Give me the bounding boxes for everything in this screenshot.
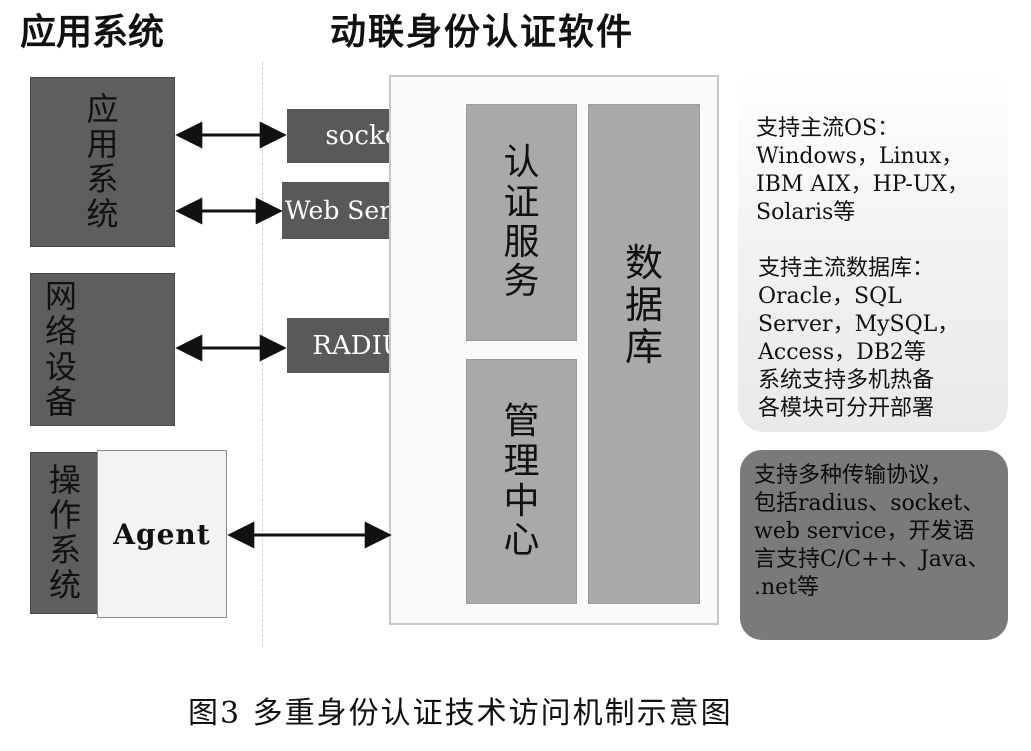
block-network-device-label: 网络设备 xyxy=(45,277,78,421)
database-label: 数据库 xyxy=(624,241,663,369)
auth-service-block: 认证服务 xyxy=(466,104,577,341)
note-light-panel xyxy=(738,72,1008,432)
block-network-device: 网络设备 xyxy=(30,273,175,426)
management-center-label: 管理中心 xyxy=(503,401,540,562)
auth-service-label: 认证服务 xyxy=(503,142,540,303)
figure-caption: 图3 多重身份认证技术访问机制示意图 xyxy=(188,696,733,731)
block-application-system-label: 应用系统 xyxy=(86,89,119,234)
note-os-support: 支持主流OS： Windows，Linux， IBM AIX，HP-UX， So… xyxy=(756,116,970,225)
block-operating-system-label: 操作系统 xyxy=(48,460,81,605)
note-db-support: 支持主流数据库： Oracle，SQL Server，MySQL， Access… xyxy=(758,256,960,421)
block-application-system: 应用系统 xyxy=(30,77,175,247)
database-block: 数据库 xyxy=(588,104,700,604)
note-protocol-support: 支持多种传输协议， 包括radius、socket、 web service，开… xyxy=(754,463,990,600)
management-center-block: 管理中心 xyxy=(466,359,577,604)
agent-label: Agent xyxy=(113,517,211,551)
block-operating-system: 操作系统 xyxy=(30,452,100,614)
heading-software: 动联身份认证软件 xyxy=(330,11,635,53)
note-dark-panel xyxy=(740,450,1008,640)
agent-box: Agent xyxy=(97,450,227,618)
heading-application-system: 应用系统 xyxy=(20,11,165,53)
